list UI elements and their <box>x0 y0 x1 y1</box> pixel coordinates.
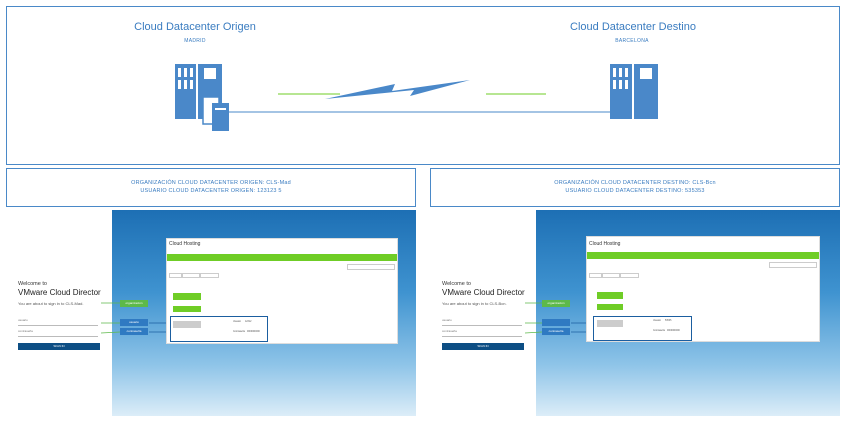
welcome-text: Welcome to <box>442 281 471 287</box>
password-label: Contraseña <box>653 330 665 332</box>
password-value: 0000000000 <box>667 330 680 332</box>
credentials-highlight <box>593 316 692 341</box>
window-header-bar <box>587 252 819 259</box>
cloud-hosting-window: Cloud Hosting Usuario 12312 Contraseña 0… <box>166 238 398 344</box>
destination-title: Cloud Datacenter Destino <box>570 21 696 33</box>
datacenter-diagram <box>175 64 658 131</box>
green-action-button-2[interactable] <box>173 306 201 312</box>
user-label: Usuario <box>653 320 661 322</box>
username-field[interactable]: usuario <box>442 318 522 326</box>
window-title: Cloud Hosting <box>589 241 621 247</box>
password-label: Contraseña <box>233 331 245 333</box>
left-login-screenshot: Welcome to VMware Cloud Director You are… <box>6 210 416 416</box>
window-title: Cloud Hosting <box>169 241 201 247</box>
cred-organization-tag: organización <box>120 300 148 307</box>
right-org-header-frame <box>430 168 840 207</box>
gray-button[interactable] <box>597 320 623 327</box>
cred-user-tag <box>542 319 570 326</box>
tab-3[interactable] <box>199 273 219 278</box>
signin-subtitle: You are about to sign in to CLS-Bcn. <box>442 301 507 306</box>
datacenter-diagram-frame <box>6 6 840 165</box>
sign-in-button[interactable]: SIGN IN <box>442 343 524 350</box>
user-value: 12312 <box>245 321 252 323</box>
cred-user-tag: usuario <box>120 319 148 326</box>
password-field[interactable]: contraseña <box>18 329 98 337</box>
cloud-hosting-window: Cloud Hosting Usuario 53535 Contraseña 0… <box>586 236 820 342</box>
credentials-highlight <box>170 316 268 342</box>
green-action-button-2[interactable] <box>597 304 623 310</box>
green-action-button-1[interactable] <box>173 293 201 300</box>
destination-server-icon <box>610 64 658 119</box>
sign-in-button[interactable]: SIGN IN <box>18 343 100 350</box>
gray-button[interactable] <box>173 321 201 328</box>
left-org-line2: USUARIO CLOUD DATACENTER ORIGEN: 123123 … <box>140 188 282 194</box>
signin-subtitle: You are about to sign in to CLS-Mad. <box>18 301 84 306</box>
origin-server-icon <box>175 64 229 131</box>
login-sidebar <box>430 210 536 416</box>
destination-city: BARCELONA <box>615 38 649 44</box>
user-label: Usuario <box>233 321 241 323</box>
tab-1[interactable] <box>589 273 603 278</box>
left-org-header-frame <box>6 168 416 207</box>
right-org-line2: USUARIO CLOUD DATACENTER DESTINO: 535353 <box>565 188 705 194</box>
window-header-bar <box>167 254 397 261</box>
cred-organization-tag: organización <box>542 300 570 307</box>
right-org-line1: ORGANIZACIÓN CLOUD DATACENTER DESTINO: C… <box>554 180 716 186</box>
green-action-button-1[interactable] <box>597 292 623 299</box>
left-org-line1: ORGANIZACIÓN CLOUD DATACENTER ORIGEN: CL… <box>131 180 291 186</box>
search-box[interactable] <box>347 264 395 270</box>
user-value: 53535 <box>665 320 672 322</box>
welcome-text: Welcome to <box>18 281 47 287</box>
lightning-bolt-icon <box>325 80 470 99</box>
right-login-screenshot: Welcome to VMware Cloud Director You are… <box>430 210 840 416</box>
cred-password-tag: contraseña <box>542 328 570 335</box>
tab-3[interactable] <box>619 273 639 278</box>
origin-city: MADRID <box>184 38 206 44</box>
tab-2[interactable] <box>601 273 621 278</box>
password-field[interactable]: contraseña <box>442 329 522 337</box>
password-value: 0000000000 <box>247 331 260 333</box>
origin-title: Cloud Datacenter Origen <box>134 21 256 33</box>
username-field[interactable]: usuario <box>18 318 98 326</box>
login-sidebar <box>6 210 112 416</box>
product-name: VMware Cloud Director <box>442 288 525 297</box>
tab-2[interactable] <box>181 273 201 278</box>
search-box[interactable] <box>769 262 817 268</box>
cred-password-tag: contraseña <box>120 328 148 335</box>
tab-1[interactable] <box>169 273 183 278</box>
product-name: VMware Cloud Director <box>18 288 101 297</box>
